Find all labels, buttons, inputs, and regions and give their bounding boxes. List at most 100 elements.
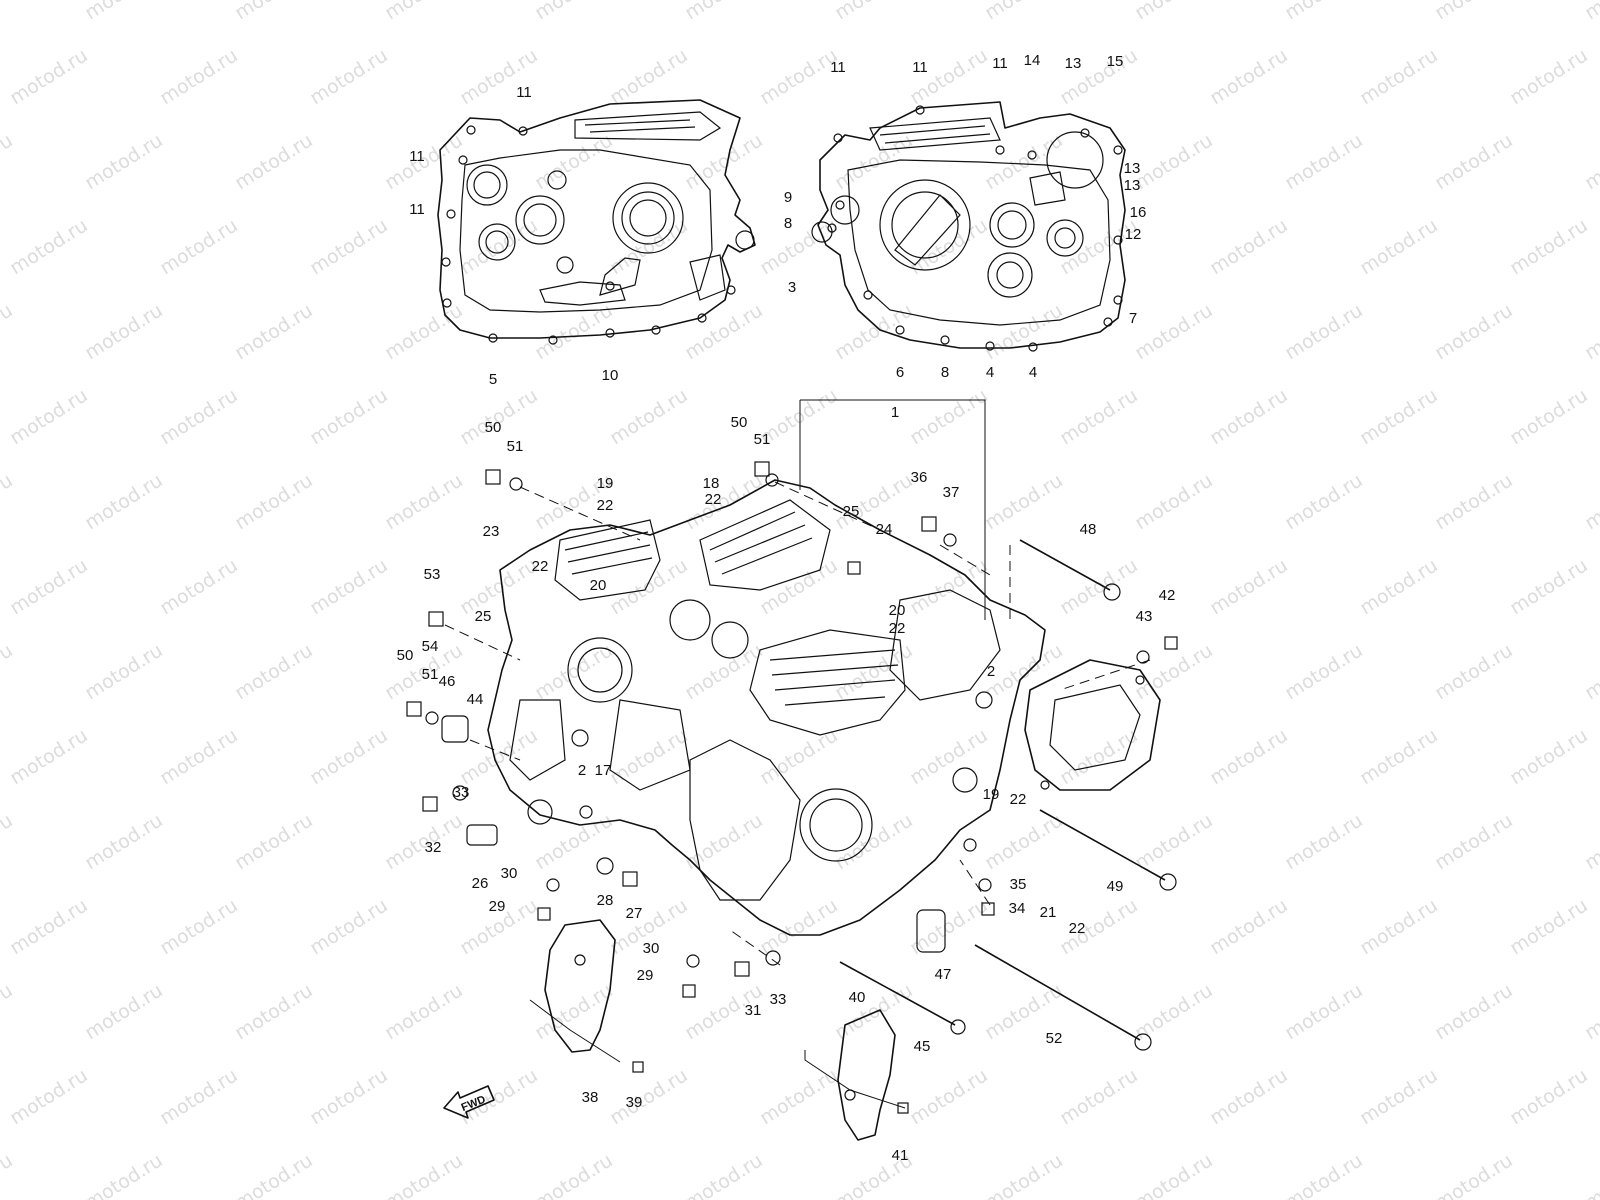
watermark-text: motod.ru [1431,469,1517,534]
watermark-text: motod.ru [1206,724,1292,789]
watermark-text: motod.ru [1281,639,1367,704]
watermark-text: motod.ru [831,0,917,24]
callout-number: 29 [637,967,654,984]
watermark-text: motod.ru [1506,1064,1592,1129]
callout-number: 11 [516,84,532,101]
watermark-text: motod.ru [1356,214,1442,279]
callout-number: 22 [889,620,906,637]
callout-number: 41 [892,1147,909,1164]
watermark-text: motod.ru [231,809,317,874]
right-crankcase-half [811,101,1126,352]
callout-number: 16 [1130,204,1147,221]
watermark-text: motod.ru [906,44,992,109]
callout-number: 1 [891,404,899,421]
watermark-text: motod.ru [81,639,167,704]
callout-number: 19 [983,786,1000,803]
callout-number: 44 [467,691,484,708]
watermark-text: motod.ru [306,724,392,789]
watermark-text: motod.ru [681,469,767,534]
assembly-lines [444,399,1151,1109]
callout-number: 13 [1124,160,1141,177]
watermark-text: motod.ru [1356,554,1442,619]
watermark-text: motod.ru [831,469,917,534]
callout-number: 33 [770,991,787,1008]
callout-number: 35 [1010,876,1027,893]
callout-number: 12 [1125,226,1142,243]
watermark-text: motod.ru [0,979,17,1044]
watermark-text: motod.ru [831,809,917,874]
watermark-text: motod.ru [231,299,317,364]
callout-number: 52 [1046,1030,1063,1047]
watermark-text: motod.ru [1131,469,1217,534]
watermark-text: motod.ru [156,384,242,449]
sprocket-cover-38 [544,919,616,1053]
small-fasteners [406,461,1178,1114]
watermark-text: motod.ru [531,809,617,874]
watermark-text: motod.ru [1131,129,1217,194]
watermark-text: motod.ru [1506,44,1592,109]
watermark-text: motod.ru [231,469,317,534]
callout-number: 11 [992,55,1008,72]
callout-number: 10 [602,367,619,384]
watermark-text: motod.ru [0,299,17,364]
callout-number: 22 [1069,920,1086,937]
callout-number: 28 [597,892,614,909]
callout-number: 15 [1107,53,1124,70]
callout-number: 50 [731,414,748,431]
callout-number: 33 [453,784,470,801]
watermark-text: motod.ru [681,1149,767,1200]
watermark-text: motod.ru [0,809,17,874]
watermark-text: motod.ru [1506,554,1592,619]
watermark-text: motod.ru [981,809,1067,874]
callout-number: 13 [1065,55,1082,72]
callout-number: 8 [941,364,949,381]
callout-number: 48 [1080,521,1097,538]
callout-number: 11 [409,201,425,218]
callout-number: 40 [849,989,866,1006]
callout-number: 38 [582,1089,599,1106]
callout-number: 46 [439,673,456,690]
watermark-text: motod.ru [1581,809,1600,874]
callout-number: 34 [1009,900,1026,917]
watermark-text: motod.ru [381,469,467,534]
watermark-text: motod.ru [906,384,992,449]
callout-number: 49 [1107,878,1124,895]
watermark-text: motod.ru [1281,299,1367,364]
callout-number: 50 [485,419,502,436]
watermark-text: motod.ru [1206,1064,1292,1129]
callout-number: 22 [1010,791,1027,808]
callout-number: 11 [830,59,846,76]
watermark-text: motod.ru [606,214,692,279]
callout-number: 27 [626,905,643,922]
callout-number: 13 [1124,177,1141,194]
watermark-text: motod.ru [1131,0,1217,24]
watermark-text: motod.ru [1356,1064,1442,1129]
watermark-text: motod.ru [456,1064,542,1129]
watermark-text: motod.ru [306,44,392,109]
watermark-text: motod.ru [1356,894,1442,959]
callout-number: 2 [987,663,995,680]
watermark-text: motod.ru [1131,1149,1217,1200]
callout-number: 18 [703,475,720,492]
watermark-text: motod.ru [1056,724,1142,789]
watermark-text: motod.ru [1506,724,1592,789]
watermark-text: motod.ru [81,299,167,364]
watermark-text: motod.ru [756,894,842,959]
watermark-text: motod.ru [681,639,767,704]
watermark-text: motod.ru [1281,1149,1367,1200]
watermark-text: motod.ru [6,384,92,449]
watermark-text: motod.ru [1581,299,1600,364]
watermark-text: motod.ru [1581,0,1600,24]
callout-number: 22 [705,491,722,508]
watermark-text: motod.ru [81,809,167,874]
watermark-text: motod.ru [1506,384,1592,449]
watermark-text: motod.ru [1206,554,1292,619]
callout-number: 29 [489,898,506,915]
watermark-text: motod.ru [1056,1064,1142,1129]
watermark-text: motod.ru [756,1064,842,1129]
watermark-text: motod.ru [156,214,242,279]
left-crankcase-half [437,99,756,345]
watermark-text: motod.ru [1206,214,1292,279]
watermark-text: motod.ru [81,1149,167,1200]
watermark-text: motod.ru [6,554,92,619]
